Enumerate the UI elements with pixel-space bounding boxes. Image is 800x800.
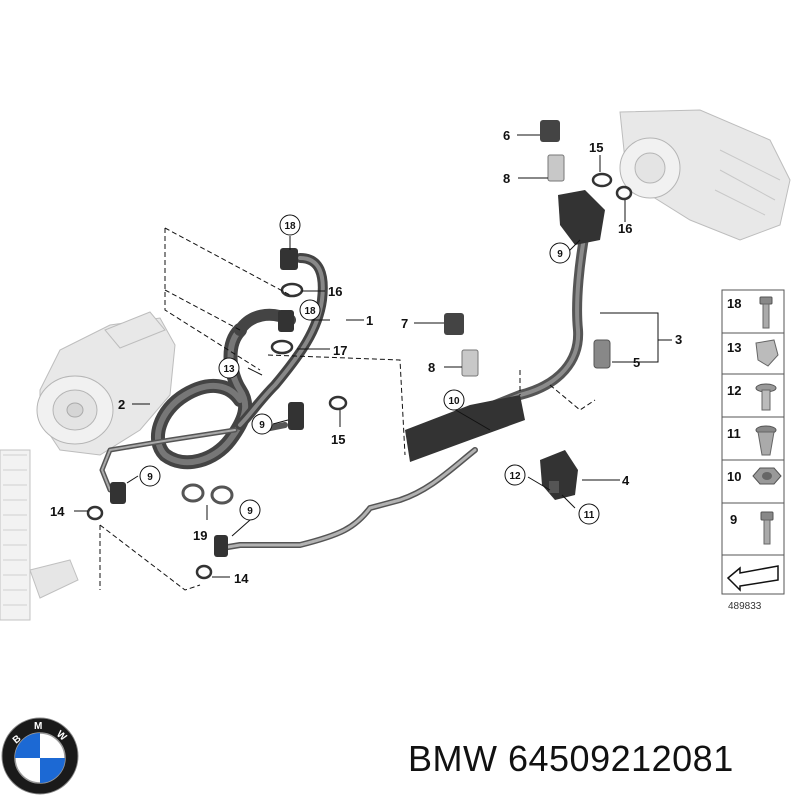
callout-18-top: 18	[279, 214, 301, 236]
callout-19: 19	[193, 528, 207, 543]
plain-callouts: 6 8 15 16 3 5 7 8 4 16 1 17 2 15 14 19 1…	[50, 128, 682, 586]
svg-text:9: 9	[147, 472, 153, 483]
callout-2: 2	[118, 397, 125, 412]
callout-16-left: 16	[328, 284, 342, 299]
compressor-left-illustration	[36, 311, 176, 456]
svg-text:10: 10	[448, 396, 460, 407]
nut-icon	[752, 467, 782, 485]
clip-icon	[755, 339, 779, 367]
svg-text:9: 9	[557, 249, 563, 260]
small-bolt-icon	[760, 511, 774, 545]
callout-8-mid: 8	[428, 360, 435, 375]
callout-14-left: 14	[50, 504, 65, 519]
callout-9-top-right: 9	[549, 242, 571, 264]
legend-item-9: 9	[730, 512, 737, 527]
small-parts	[86, 120, 633, 580]
diagram-reference-number: 489833	[728, 601, 762, 612]
direction-arrow-icon	[726, 565, 779, 592]
callout-13: 13	[218, 357, 240, 379]
callout-17: 17	[333, 343, 347, 358]
legend-item-11: 11	[727, 426, 741, 441]
legend-item-18: 18	[727, 296, 741, 311]
callout-16-right: 16	[618, 221, 632, 236]
callout-3: 3	[675, 332, 682, 347]
hose-lines	[99, 227, 590, 551]
callout-6: 6	[503, 128, 510, 143]
compressor-right-illustration	[619, 109, 791, 241]
callout-18-mid: 18	[299, 299, 321, 321]
callout-8-top: 8	[503, 171, 510, 186]
insert-nut-icon	[755, 425, 777, 456]
callout-9-mid: 9	[251, 413, 273, 435]
bmw-logo: B M W	[1, 717, 79, 795]
callout-4: 4	[622, 473, 630, 488]
svg-text:12: 12	[509, 471, 521, 482]
part-number-title: BMW 64509212081	[408, 738, 734, 779]
callout-7: 7	[401, 316, 408, 331]
leader-lines	[74, 134, 672, 578]
svg-text:13: 13	[223, 364, 235, 375]
bolt-icon	[759, 296, 773, 329]
callout-15-mid: 15	[331, 432, 345, 447]
callout-10: 10	[443, 389, 465, 411]
callout-5: 5	[633, 355, 640, 370]
fastener-legend: 18 13 12 11 10 9	[721, 289, 785, 612]
legend-item-12: 12	[727, 383, 741, 398]
callout-9-bottom: 9	[239, 499, 261, 521]
screw-icon	[755, 383, 777, 411]
callout-12: 12	[504, 464, 526, 486]
svg-text:9: 9	[259, 420, 265, 431]
dashed-reference-lines	[99, 227, 596, 591]
radiator-left-illustration	[0, 449, 79, 621]
svg-text:9: 9	[247, 506, 253, 517]
callout-9-left: 9	[139, 465, 161, 487]
svg-text:18: 18	[284, 221, 296, 232]
callout-1: 1	[366, 313, 373, 328]
svg-text:11: 11	[584, 510, 595, 521]
legend-item-10: 10	[727, 469, 741, 484]
svg-text:18: 18	[304, 306, 316, 317]
legend-item-13: 13	[727, 340, 741, 355]
circled-callouts: 9 10 12 11 18 18 13 9	[139, 214, 600, 525]
callout-15-top: 15	[589, 140, 603, 155]
callout-11: 11	[578, 503, 600, 525]
callout-14-bottom: 14	[234, 571, 249, 586]
svg-text:M: M	[34, 721, 42, 732]
